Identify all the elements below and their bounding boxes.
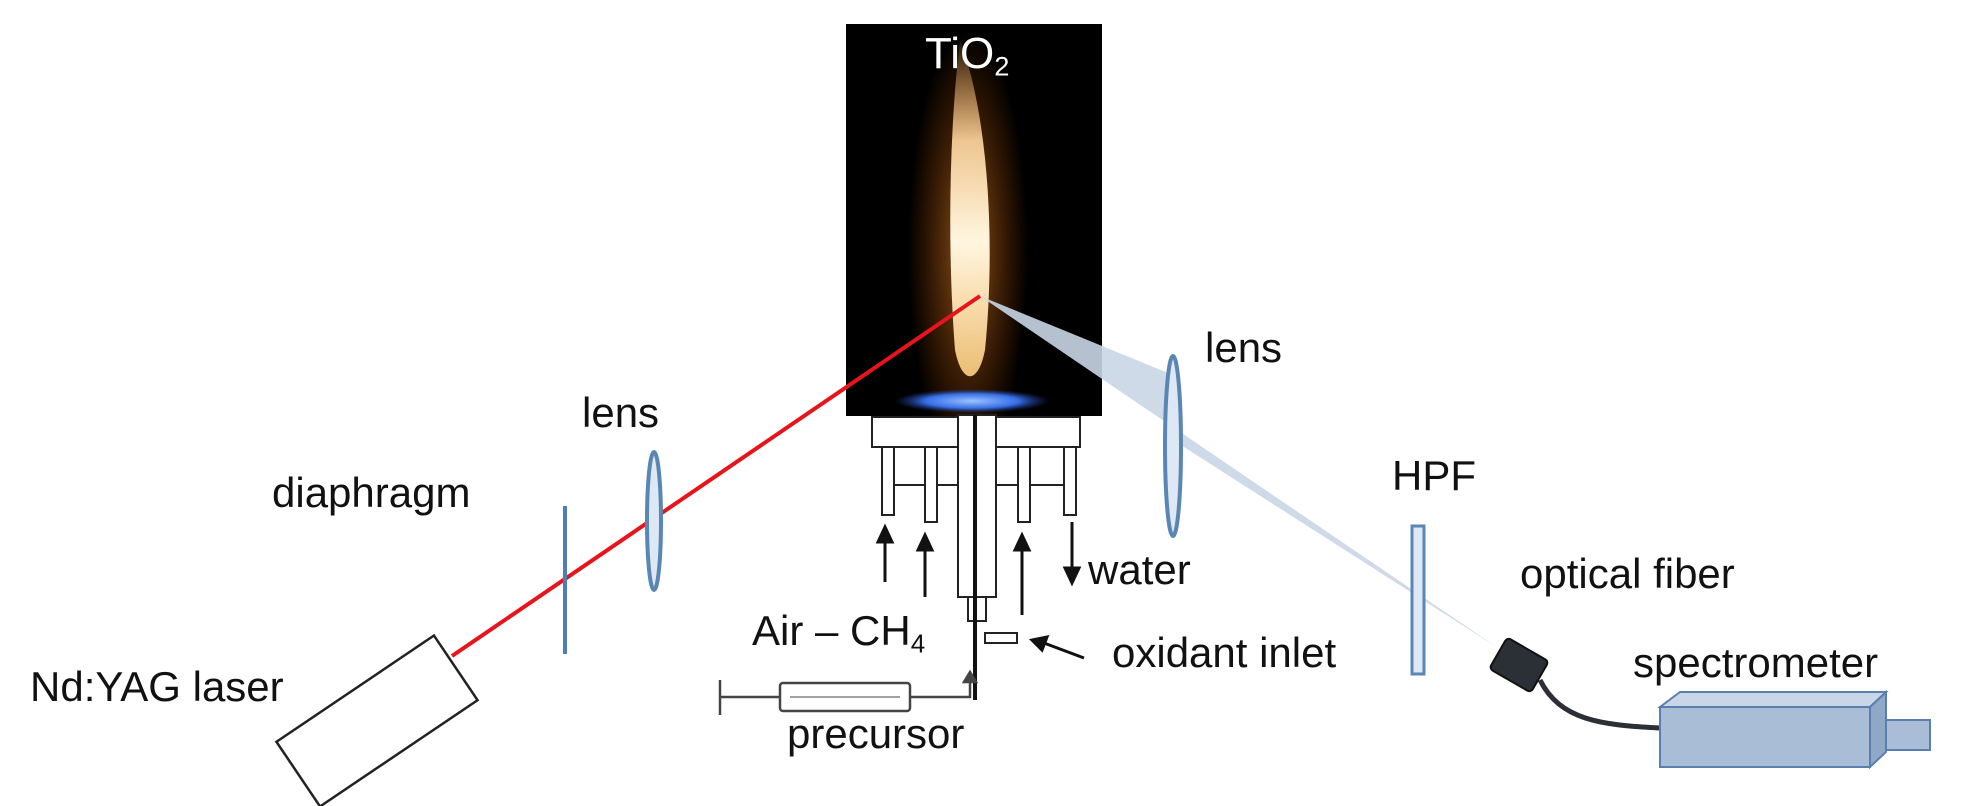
diaphragm-label: diaphragm bbox=[272, 469, 471, 516]
hpf-label: HPF bbox=[1392, 452, 1476, 499]
collection-cone bbox=[980, 296, 1498, 648]
burner bbox=[871, 414, 1081, 700]
laser-beam bbox=[450, 294, 982, 658]
flow-arrows bbox=[875, 522, 1085, 660]
syringe bbox=[718, 669, 979, 715]
laser-label: Nd:YAG laser bbox=[30, 663, 284, 710]
hpf-filter bbox=[1410, 524, 1426, 676]
flame-product-label: TiO2 bbox=[925, 29, 1010, 82]
flame-photo bbox=[846, 24, 1102, 470]
left-lens-label: lens bbox=[582, 389, 660, 436]
precursor-label: precursor bbox=[787, 710, 965, 757]
spectrometer-label: spectrometer bbox=[1633, 639, 1879, 686]
left-lens bbox=[645, 450, 663, 592]
optical-fiber-label: optical fiber bbox=[1520, 550, 1735, 597]
spectrometer bbox=[1657, 689, 1931, 770]
optical-fiber bbox=[1489, 637, 1661, 731]
right-lens-label: lens bbox=[1205, 324, 1283, 371]
oxidant-inlet-label: oxidant inlet bbox=[1112, 629, 1337, 676]
right-lens bbox=[1163, 354, 1183, 538]
nd-yag-laser bbox=[274, 633, 480, 806]
water-label: water bbox=[1088, 546, 1191, 593]
fuel-label: Air – CH4 bbox=[752, 607, 926, 659]
